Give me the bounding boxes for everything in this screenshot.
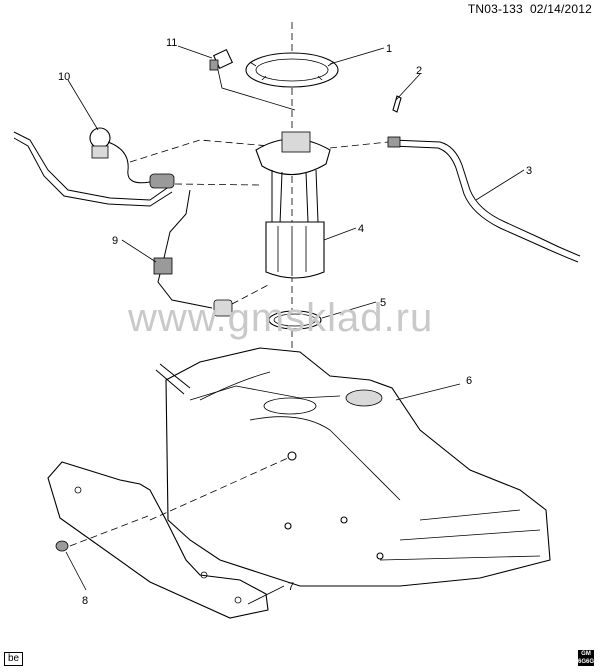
- callout-9: 9: [112, 235, 118, 247]
- callout-leaders: [65, 45, 525, 605]
- sensor-part: [209, 48, 296, 111]
- logo-line-1: GM: [581, 651, 591, 657]
- callout-7: 7: [288, 581, 294, 593]
- diagram-date: 02/14/2012: [529, 2, 592, 16]
- fuel-feed-pipe-part: [329, 95, 581, 263]
- watermark-text: www.gmsklad.ru: [128, 296, 434, 340]
- callout-11: 11: [166, 37, 177, 49]
- callout-4: 4: [358, 223, 364, 235]
- fuel-tank-part: [155, 347, 551, 587]
- lock-ring-part: [245, 52, 339, 88]
- fuel-pump-module-part: [255, 131, 331, 279]
- callout-2: 2: [416, 65, 422, 77]
- vent-valve-hose-part: [13, 127, 293, 207]
- callout-8: 8: [82, 595, 88, 607]
- nut-part: [55, 515, 149, 552]
- corner-label: be: [4, 652, 24, 666]
- gm-logo-icon: GM 6G6G: [578, 650, 594, 666]
- callout-6: 6: [466, 375, 472, 387]
- callout-3: 3: [526, 165, 532, 177]
- diagram-code: TN03-133: [467, 2, 523, 16]
- callout-10: 10: [58, 71, 70, 83]
- wiring-harness-part: [153, 189, 271, 317]
- callout-5: 5: [380, 297, 386, 309]
- diagram-header: TN03-133 02/14/2012: [468, 2, 592, 16]
- seal-part: [268, 310, 322, 330]
- logo-line-2: 6G6G: [578, 659, 595, 665]
- heat-shield-part: [47, 457, 289, 619]
- callout-1: 1: [386, 43, 392, 55]
